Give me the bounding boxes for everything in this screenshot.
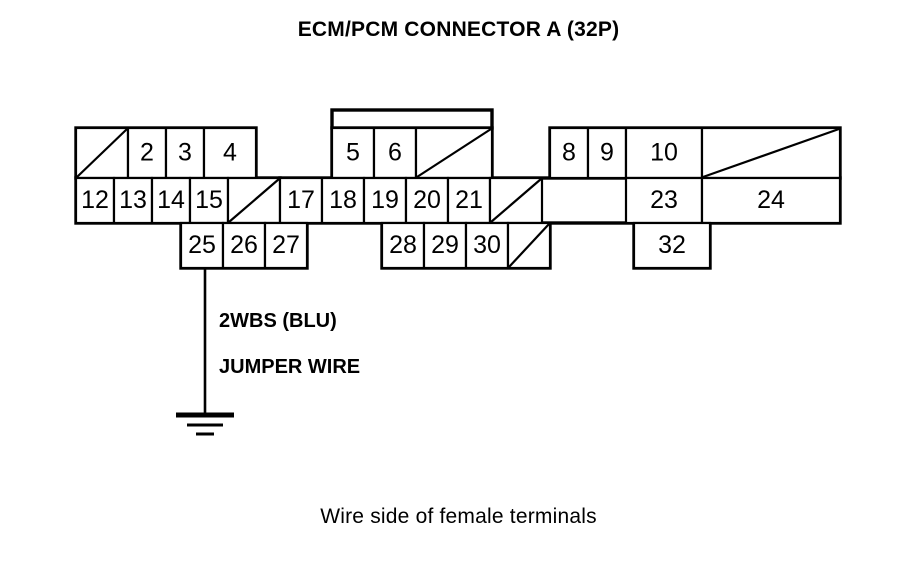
cell-number: 20 xyxy=(413,186,441,214)
blank-cell-diagonal-icon xyxy=(228,178,280,223)
terminal-cell-blank xyxy=(506,221,552,270)
terminal-cell-19: 19 xyxy=(362,176,408,225)
cell-number: 18 xyxy=(329,186,357,214)
terminal-cell-12: 12 xyxy=(74,176,116,225)
terminal-cell-4: 4 xyxy=(202,126,258,180)
diagram-caption: Wire side of female terminals xyxy=(320,505,597,528)
terminal-cell-blank xyxy=(700,126,842,180)
terminal-cell-21: 21 xyxy=(446,176,492,225)
terminal-cell-26: 26 xyxy=(221,221,267,270)
terminal-cell-18: 18 xyxy=(320,176,366,225)
cell-box xyxy=(700,176,842,225)
terminal-cell-6: 6 xyxy=(372,126,418,180)
cell-number: 17 xyxy=(287,186,315,214)
cell-box xyxy=(422,221,468,270)
cell-number: 10 xyxy=(650,139,678,167)
terminal-cell-2: 2 xyxy=(126,126,168,180)
terminal-cell-13: 13 xyxy=(112,176,154,225)
terminal-cell-17: 17 xyxy=(278,176,324,225)
blank-cell-diagonal-icon xyxy=(702,127,840,179)
cell-number: 21 xyxy=(455,186,483,214)
blank-cell-diagonal-icon xyxy=(76,128,128,178)
ground-symbol xyxy=(176,412,234,436)
cell-box xyxy=(263,221,309,270)
terminal-cell-10: 10 xyxy=(624,126,704,180)
cell-number: 30 xyxy=(473,231,501,259)
blank-cell-diagonal-icon xyxy=(416,128,492,178)
terminal-cell-27: 27 xyxy=(263,221,309,270)
wire-color-label: 2WBS (BLU) xyxy=(219,310,337,332)
cell-box xyxy=(632,221,712,270)
cell-number: 32 xyxy=(658,231,686,259)
terminal-cell-blank xyxy=(414,126,494,180)
cell-number: 4 xyxy=(223,139,237,167)
connector-keyway-tab xyxy=(330,108,494,130)
blank-cell-diagonal-icon xyxy=(508,223,550,268)
terminal-cell-14: 14 xyxy=(150,176,192,225)
terminal-cell-28: 28 xyxy=(380,221,426,270)
cell-number: 12 xyxy=(81,186,109,214)
terminal-cell-3: 3 xyxy=(164,126,206,180)
terminal-cell-32: 32 xyxy=(632,221,712,270)
cell-number: 28 xyxy=(389,231,417,259)
cell-box xyxy=(464,221,510,270)
cell-number: 9 xyxy=(600,139,614,167)
cell-number: 3 xyxy=(178,139,192,167)
terminal-cell-5: 5 xyxy=(330,126,376,180)
cell-number: 23 xyxy=(650,186,678,214)
cell-box xyxy=(320,176,366,225)
cell-number: 15 xyxy=(195,186,223,214)
terminal-cell-15: 15 xyxy=(188,176,230,225)
cell-box xyxy=(446,176,492,225)
cell-number: 6 xyxy=(388,139,402,167)
cell-box xyxy=(380,221,426,270)
cell-number: 29 xyxy=(431,231,459,259)
terminal-cell-30: 30 xyxy=(464,221,510,270)
terminal-cell-blank xyxy=(226,176,282,225)
terminal-cell-20: 20 xyxy=(404,176,450,225)
cell-number: 5 xyxy=(346,139,360,167)
keyway-tab xyxy=(330,108,494,130)
cell-number: 24 xyxy=(757,186,785,214)
cell-number: 13 xyxy=(119,186,147,214)
blank-cell-diagonal-icon xyxy=(490,178,542,223)
terminal-cell-8: 8 xyxy=(548,126,590,180)
terminal-cell-25: 25 xyxy=(179,221,225,270)
cell-number: 14 xyxy=(157,186,185,214)
terminal-cell-blank xyxy=(74,126,130,180)
cell-number: 25 xyxy=(188,231,216,259)
wire-kind-label: JUMPER WIRE xyxy=(219,356,361,378)
page-title: ECM/PCM CONNECTOR A (32P) xyxy=(297,18,620,41)
terminal-cell-blank xyxy=(488,176,544,225)
cell-number: 2 xyxy=(140,139,154,167)
terminal-cell-24: 24 xyxy=(700,176,842,225)
cell-number: 8 xyxy=(562,139,576,167)
terminal-cell-23: 23 xyxy=(624,176,704,225)
cell-box xyxy=(586,126,628,180)
cell-number: 27 xyxy=(272,231,300,259)
cell-box xyxy=(624,126,704,180)
terminal-cell-29: 29 xyxy=(422,221,468,270)
terminal-cell-9: 9 xyxy=(586,126,628,180)
cell-number: 26 xyxy=(230,231,258,259)
cell-box xyxy=(202,126,258,180)
cell-number: 19 xyxy=(371,186,399,214)
cell-box xyxy=(278,176,324,225)
